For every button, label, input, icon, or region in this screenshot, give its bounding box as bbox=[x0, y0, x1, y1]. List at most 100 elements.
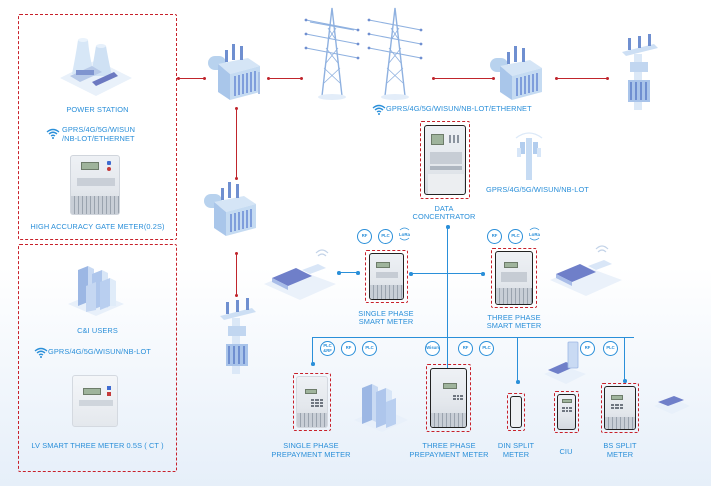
drop-single-prepay bbox=[312, 337, 314, 364]
wifi-icon bbox=[34, 347, 48, 358]
lora-wave-icon bbox=[529, 227, 540, 231]
city-buildings-icon bbox=[68, 266, 124, 316]
top-comm-text: GPRS/4G/5G/WISUN/NB-LOT/ETHERNET bbox=[386, 104, 532, 113]
bus-dot bbox=[446, 225, 450, 229]
factory-icon bbox=[264, 249, 336, 300]
ci-users-group bbox=[18, 244, 177, 472]
bus-dot bbox=[481, 272, 485, 276]
bus-horizontal-smart bbox=[410, 273, 484, 275]
ciu-image bbox=[557, 394, 576, 430]
badge-plc: PLC bbox=[378, 229, 393, 244]
power-station-title: POWER STATION bbox=[66, 105, 129, 114]
badge-plc: PLC bbox=[508, 229, 523, 244]
bus-horizontal-left bbox=[338, 272, 358, 274]
connector-dot bbox=[235, 177, 238, 180]
bus-dot bbox=[409, 272, 413, 276]
three-prepay-label-line2: PREPAYMENT METER bbox=[409, 450, 489, 459]
din-split-meter-image bbox=[510, 396, 522, 428]
badge-rf: RF bbox=[458, 341, 473, 356]
connector-dot bbox=[235, 107, 238, 110]
badge-rf: RF bbox=[580, 341, 595, 356]
power-station-comm-line1: GPRS/4G/5G/WISUN bbox=[62, 125, 136, 134]
connector-dot bbox=[492, 77, 495, 80]
badge-plc: PLC bbox=[479, 341, 494, 356]
lora-text: LoRa bbox=[529, 232, 540, 237]
single-phase-smart-meter-image bbox=[369, 253, 404, 300]
bus-dot bbox=[356, 271, 360, 275]
data-concentrator-label-line1: DATA bbox=[434, 204, 454, 213]
pole-transformer-icon bbox=[622, 34, 658, 110]
bs-split-frame bbox=[601, 383, 639, 433]
connector-dot bbox=[235, 252, 238, 255]
house-icon bbox=[654, 396, 690, 414]
factory-icon bbox=[550, 245, 622, 296]
transmission-tower-icon bbox=[367, 7, 423, 100]
ciu-frame bbox=[554, 391, 579, 433]
power-plant-icon bbox=[60, 38, 132, 96]
three-phase-smart-label-line1: THREE PHASE bbox=[487, 313, 541, 322]
badge-wisun: Wisun bbox=[425, 341, 440, 356]
three-phase-smart-label-line2: SMART METER bbox=[486, 321, 542, 330]
din-split-label-line2: METER bbox=[502, 450, 530, 459]
cell-tower-label: GPRS/4G/5G/WISUN/NB-LOT bbox=[486, 185, 589, 194]
transmission-tower-icon bbox=[304, 7, 360, 100]
badge-rf: RF bbox=[357, 229, 372, 244]
connector-dot bbox=[177, 77, 180, 80]
wifi-icon bbox=[46, 128, 60, 139]
bs-split-label-line1: BS SPLIT bbox=[603, 441, 637, 450]
lora-wave-icon bbox=[399, 237, 410, 241]
din-split-frame bbox=[507, 393, 525, 431]
connector-dot bbox=[300, 77, 303, 80]
badge-rf: RF bbox=[487, 229, 502, 244]
badge-rf: RF bbox=[341, 341, 356, 356]
connector-distribution-to-pole bbox=[236, 253, 238, 295]
connector-dot bbox=[235, 294, 238, 297]
badge-plc: PLC bbox=[603, 341, 618, 356]
lora-wave-icon bbox=[399, 227, 410, 231]
ciu-label: CIU bbox=[559, 447, 573, 456]
lv-meter-image bbox=[72, 375, 118, 427]
single-phase-prepayment-meter-image bbox=[296, 376, 328, 428]
bus-vertical-main bbox=[447, 226, 449, 376]
badge-lora: LoRa bbox=[527, 227, 542, 242]
badge-lora: LoRa bbox=[397, 227, 412, 242]
connector-substation-to-pole bbox=[556, 78, 608, 80]
lv-meter-label: LV SMART THREE METER 0.5S ( CT ) bbox=[31, 441, 164, 450]
three-phase-prepayment-meter-image bbox=[430, 368, 467, 428]
step-up-transformer-icon bbox=[208, 44, 260, 100]
city-buildings-icon bbox=[354, 384, 408, 432]
bs-split-meter-image bbox=[604, 386, 636, 430]
distribution-transformer-icon bbox=[204, 182, 256, 236]
single-prepay-frame bbox=[293, 373, 331, 431]
single-phase-smart-label-line2: SMART METER bbox=[358, 317, 414, 326]
connector-tower-to-substation bbox=[433, 78, 494, 80]
ci-users-comm-text: GPRS/4G/5G/WISUN/NB-LOT bbox=[48, 347, 151, 356]
bs-split-label-line2: METER bbox=[606, 450, 634, 459]
house-with-meter-icon bbox=[544, 341, 586, 384]
lora-wave-icon bbox=[529, 237, 540, 241]
data-concentrator-frame bbox=[420, 121, 470, 199]
badge-plc-rf: PLC &RF bbox=[320, 341, 335, 356]
connector-left-to-stepup bbox=[178, 78, 205, 80]
gate-meter-image bbox=[70, 155, 120, 215]
bus-dot bbox=[311, 362, 315, 366]
three-prepay-label-line1: THREE PHASE bbox=[422, 441, 476, 450]
data-concentrator-label-line2: CONCENTRATOR bbox=[412, 212, 476, 221]
power-station-group bbox=[18, 14, 177, 240]
single-prepay-label-line1: SINGLE PHASE bbox=[283, 441, 339, 450]
single-phase-smart-label-line1: SINGLE PHASE bbox=[358, 309, 414, 318]
data-concentrator-image bbox=[424, 125, 466, 195]
three-phase-smart-frame bbox=[491, 248, 537, 308]
pole-transformer-icon bbox=[220, 298, 256, 374]
connector-dot bbox=[555, 77, 558, 80]
connector-dot bbox=[606, 77, 609, 80]
connector-dot bbox=[267, 77, 270, 80]
connector-dot bbox=[432, 77, 435, 80]
connector-stepup-to-distribution bbox=[236, 108, 238, 178]
top-comm: GPRS/4G/5G/WISUN/NB-LOT/ETHERNET bbox=[372, 104, 562, 116]
single-prepay-label-line2: PREPAYMENT METER bbox=[271, 450, 351, 459]
single-phase-smart-frame bbox=[365, 250, 408, 303]
lora-text: LoRa bbox=[399, 232, 410, 237]
wifi-icon bbox=[372, 104, 386, 115]
substation-transformer-icon bbox=[490, 46, 542, 100]
